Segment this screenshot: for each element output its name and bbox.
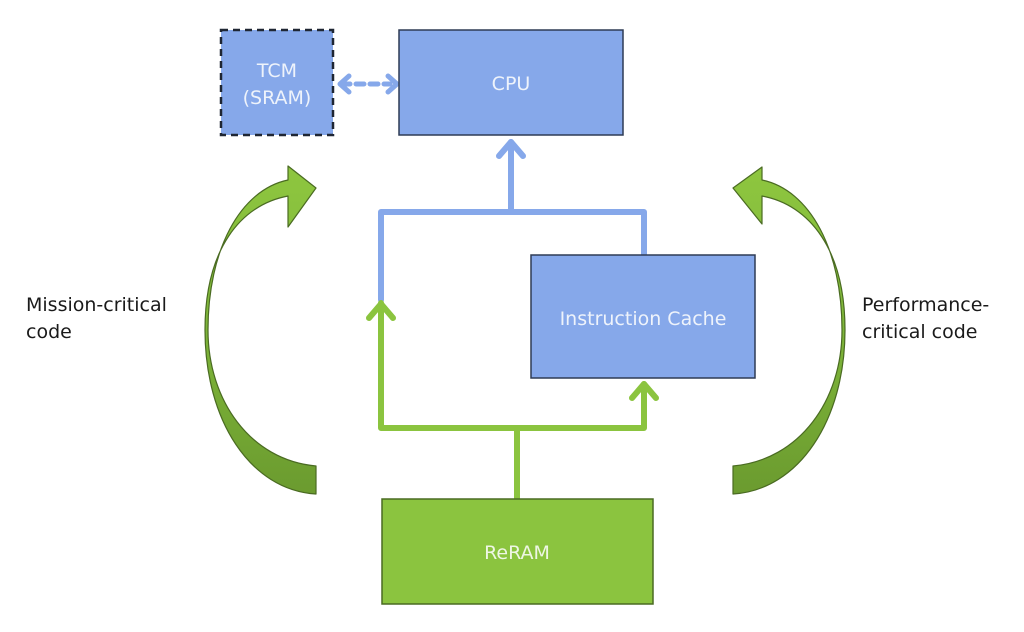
icache-arrowhead bbox=[629, 381, 659, 401]
performance-critical-line1: Performance- bbox=[862, 294, 990, 316]
performance-critical-label: Performance- critical code bbox=[862, 292, 989, 346]
reram-label: ReRAM bbox=[484, 542, 550, 564]
green-bus-lines bbox=[366, 300, 659, 502]
left-arrowhead bbox=[337, 73, 352, 95]
reram-node: ReRAM bbox=[381, 498, 654, 605]
mission-critical-line2: code bbox=[26, 321, 72, 343]
performance-critical-line2: critical code bbox=[862, 321, 978, 343]
cpu-label: CPU bbox=[492, 73, 531, 95]
mission-critical-label: Mission-critical code bbox=[26, 292, 167, 346]
tcm-label: TCM bbox=[256, 60, 297, 82]
tcm-sublabel: (SRAM) bbox=[243, 87, 312, 109]
mission-critical-line1: Mission-critical bbox=[26, 294, 167, 316]
instruction-cache-node: Instruction Cache bbox=[530, 254, 756, 379]
bus-bottom-horizontal bbox=[378, 300, 647, 431]
performance-critical-curved-arrow bbox=[732, 166, 846, 495]
cpu-node: CPU bbox=[398, 29, 624, 136]
instruction-cache-label: Instruction Cache bbox=[560, 308, 727, 330]
mission-critical-curved-arrow bbox=[204, 165, 317, 495]
tcm-node: TCM (SRAM) bbox=[219, 28, 335, 137]
bypass-arrowhead bbox=[366, 301, 396, 321]
right-arrowhead bbox=[385, 73, 400, 95]
blue-bus-lines bbox=[378, 139, 647, 303]
tcm-cpu-link bbox=[337, 73, 400, 95]
cpu-arrowhead bbox=[496, 139, 526, 159]
